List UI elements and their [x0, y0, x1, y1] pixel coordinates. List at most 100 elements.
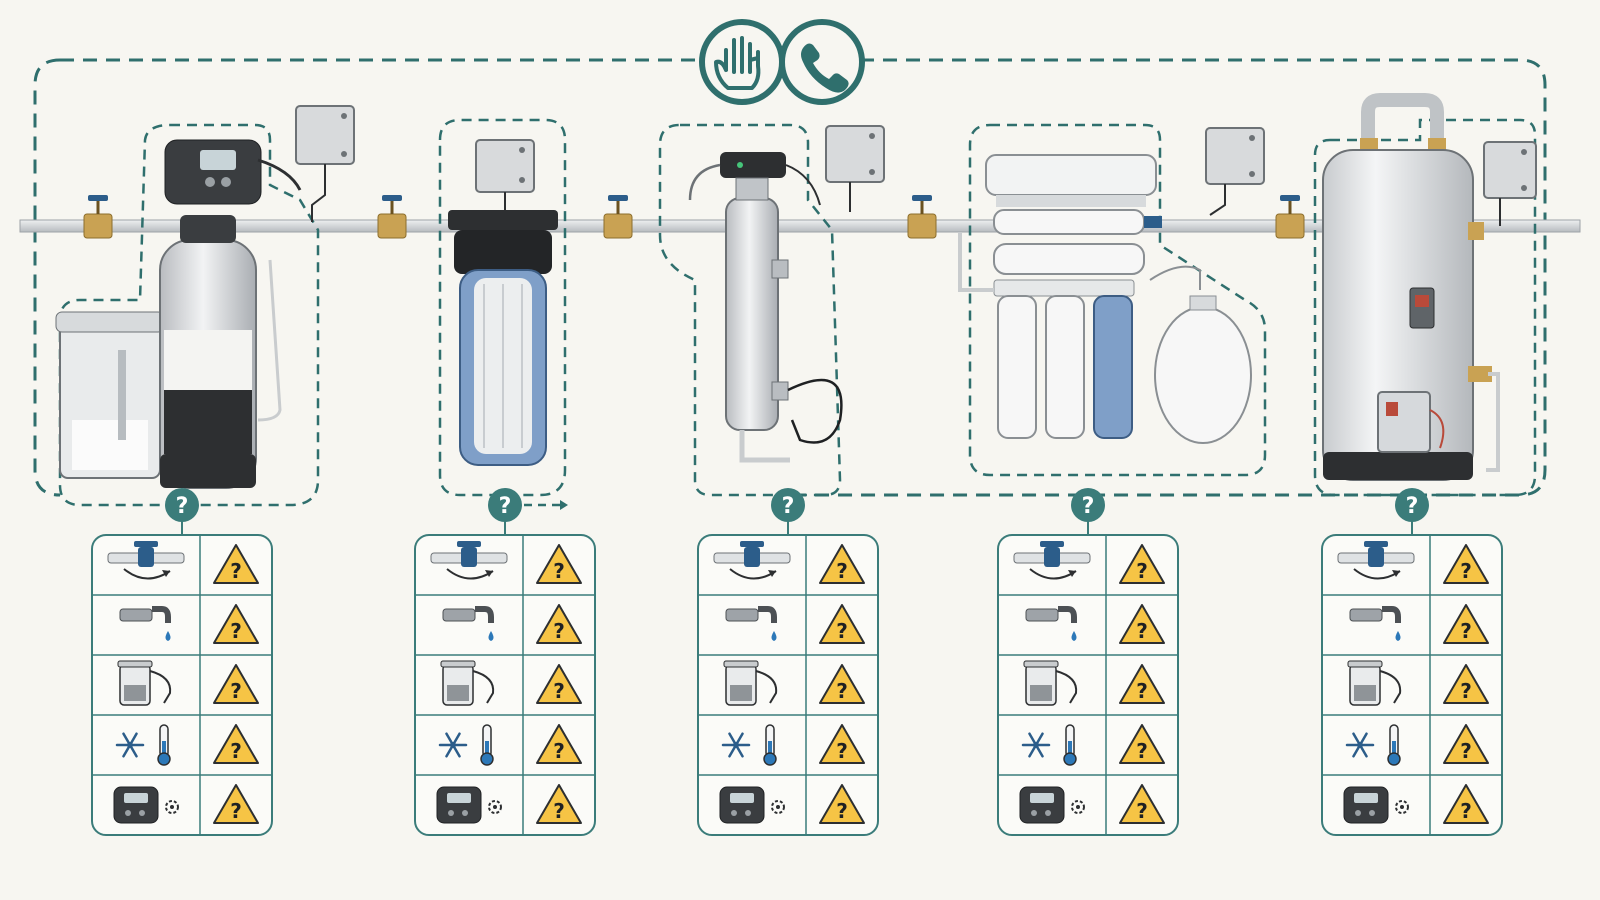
warning-icon[interactable]: ?	[1119, 544, 1165, 584]
softener-zone-outline	[58, 123, 320, 507]
stop-button[interactable]	[699, 19, 785, 105]
warning-icon[interactable]: ?	[1119, 784, 1165, 824]
help-symbol: ?	[499, 494, 512, 519]
control-box[interactable]	[475, 139, 535, 212]
warning-icon[interactable]: ?	[1443, 784, 1489, 824]
question-mark-icon[interactable]: ?	[488, 488, 522, 535]
warning-symbol: ?	[1136, 799, 1148, 823]
brine-tank-icon	[1023, 660, 1078, 706]
freeze-thermometer-icon	[115, 724, 171, 766]
checklist-card-softener: ?????	[91, 534, 273, 836]
uv-sterilizer-icon[interactable]	[688, 152, 843, 463]
warning-symbol: ?	[230, 799, 242, 823]
help-symbol: ?	[782, 494, 795, 519]
drip-faucet-icon	[1025, 606, 1077, 641]
warning-symbol: ?	[836, 799, 848, 823]
sediment-filter-icon[interactable]	[448, 210, 558, 466]
warning-icon[interactable]: ?	[213, 604, 259, 644]
control-head-icon	[719, 786, 785, 824]
water-heater-icon[interactable]	[1322, 93, 1500, 481]
help-symbol: ?	[1082, 494, 1095, 519]
warning-icon[interactable]: ?	[536, 784, 582, 824]
freeze-thermometer-icon	[1021, 724, 1077, 766]
control-box[interactable]	[825, 125, 885, 212]
drip-faucet-icon	[725, 606, 777, 641]
control-box[interactable]	[1483, 141, 1537, 226]
warning-icon[interactable]: ?	[213, 784, 259, 824]
inline-valve[interactable]	[907, 195, 937, 239]
inline-valve[interactable]	[603, 195, 633, 239]
warning-symbol: ?	[553, 739, 565, 763]
brine-tank-icon	[1347, 660, 1402, 706]
warning-icon[interactable]: ?	[1443, 664, 1489, 704]
question-mark-icon[interactable]: ?	[165, 488, 199, 535]
warning-icon[interactable]: ?	[1119, 724, 1165, 764]
warning-symbol: ?	[1460, 799, 1472, 823]
checklist-layer: ??????????????????????????????	[91, 488, 1503, 836]
inline-valve[interactable]	[83, 195, 113, 239]
warning-symbol: ?	[230, 739, 242, 763]
warning-icon[interactable]: ?	[536, 604, 582, 644]
warning-symbol: ?	[1460, 679, 1472, 703]
checklist-card-uv-sterilizer: ?????	[697, 534, 879, 836]
bypass-valve-icon	[1013, 541, 1091, 580]
freeze-thermometer-icon	[438, 724, 494, 766]
warning-symbol: ?	[553, 799, 565, 823]
warning-icon[interactable]: ?	[213, 724, 259, 764]
control-head-icon	[436, 786, 502, 824]
help-symbol: ?	[176, 494, 189, 519]
warning-symbol: ?	[553, 679, 565, 703]
warning-symbol: ?	[1136, 619, 1148, 643]
warning-icon[interactable]: ?	[536, 724, 582, 764]
brine-tank-icon	[440, 660, 495, 706]
warning-symbol: ?	[836, 619, 848, 643]
warning-icon[interactable]: ?	[819, 724, 865, 764]
warning-symbol: ?	[553, 559, 565, 583]
control-head-icon	[1343, 786, 1409, 824]
warning-symbol: ?	[1136, 559, 1148, 583]
freeze-thermometer-icon	[721, 724, 777, 766]
warning-symbol: ?	[230, 619, 242, 643]
warning-symbol: ?	[230, 559, 242, 583]
warning-icon[interactable]: ?	[213, 664, 259, 704]
warning-symbol: ?	[1460, 559, 1472, 583]
checklist-card-sediment-filter: ?????	[414, 534, 596, 836]
warning-icon[interactable]: ?	[1119, 664, 1165, 704]
brine-tank-icon	[117, 660, 172, 706]
drip-faucet-icon	[119, 606, 171, 641]
water-softener-icon[interactable]	[55, 139, 302, 489]
warning-icon[interactable]: ?	[536, 664, 582, 704]
call-button[interactable]	[779, 19, 865, 105]
warning-icon[interactable]: ?	[819, 604, 865, 644]
warning-icon[interactable]: ?	[1443, 724, 1489, 764]
warning-icon[interactable]: ?	[819, 544, 865, 584]
question-mark-icon[interactable]: ?	[1395, 488, 1429, 535]
warning-icon[interactable]: ?	[536, 544, 582, 584]
inline-valve[interactable]	[377, 195, 407, 239]
warning-icon[interactable]: ?	[1443, 544, 1489, 584]
bypass-valve-icon	[430, 541, 508, 580]
brine-tank-icon	[723, 660, 778, 706]
warning-icon[interactable]: ?	[1443, 604, 1489, 644]
inline-valve[interactable]	[1275, 195, 1305, 239]
phone-icon	[801, 43, 849, 93]
bypass-valve-icon	[713, 541, 791, 580]
question-mark-icon[interactable]: ?	[1071, 488, 1105, 535]
warning-icon[interactable]: ?	[213, 544, 259, 584]
question-mark-icon[interactable]: ?	[771, 488, 805, 535]
heater-zone-outline	[1313, 118, 1537, 497]
control-box[interactable]	[1205, 127, 1265, 216]
checklist-card-reverse-osmosis: ?????	[997, 534, 1179, 836]
checklist-card-water-heater: ?????	[1321, 534, 1503, 836]
bypass-valve-icon	[1337, 541, 1415, 580]
warning-icon[interactable]: ?	[819, 784, 865, 824]
warning-icon[interactable]: ?	[1119, 604, 1165, 644]
drip-faucet-icon	[442, 606, 494, 641]
warning-symbol: ?	[230, 679, 242, 703]
system-boundary	[33, 58, 1547, 497]
reverse-osmosis-icon[interactable]	[958, 154, 1252, 444]
warning-icon[interactable]: ?	[819, 664, 865, 704]
warning-symbol: ?	[1136, 679, 1148, 703]
control-box[interactable]	[295, 105, 355, 222]
